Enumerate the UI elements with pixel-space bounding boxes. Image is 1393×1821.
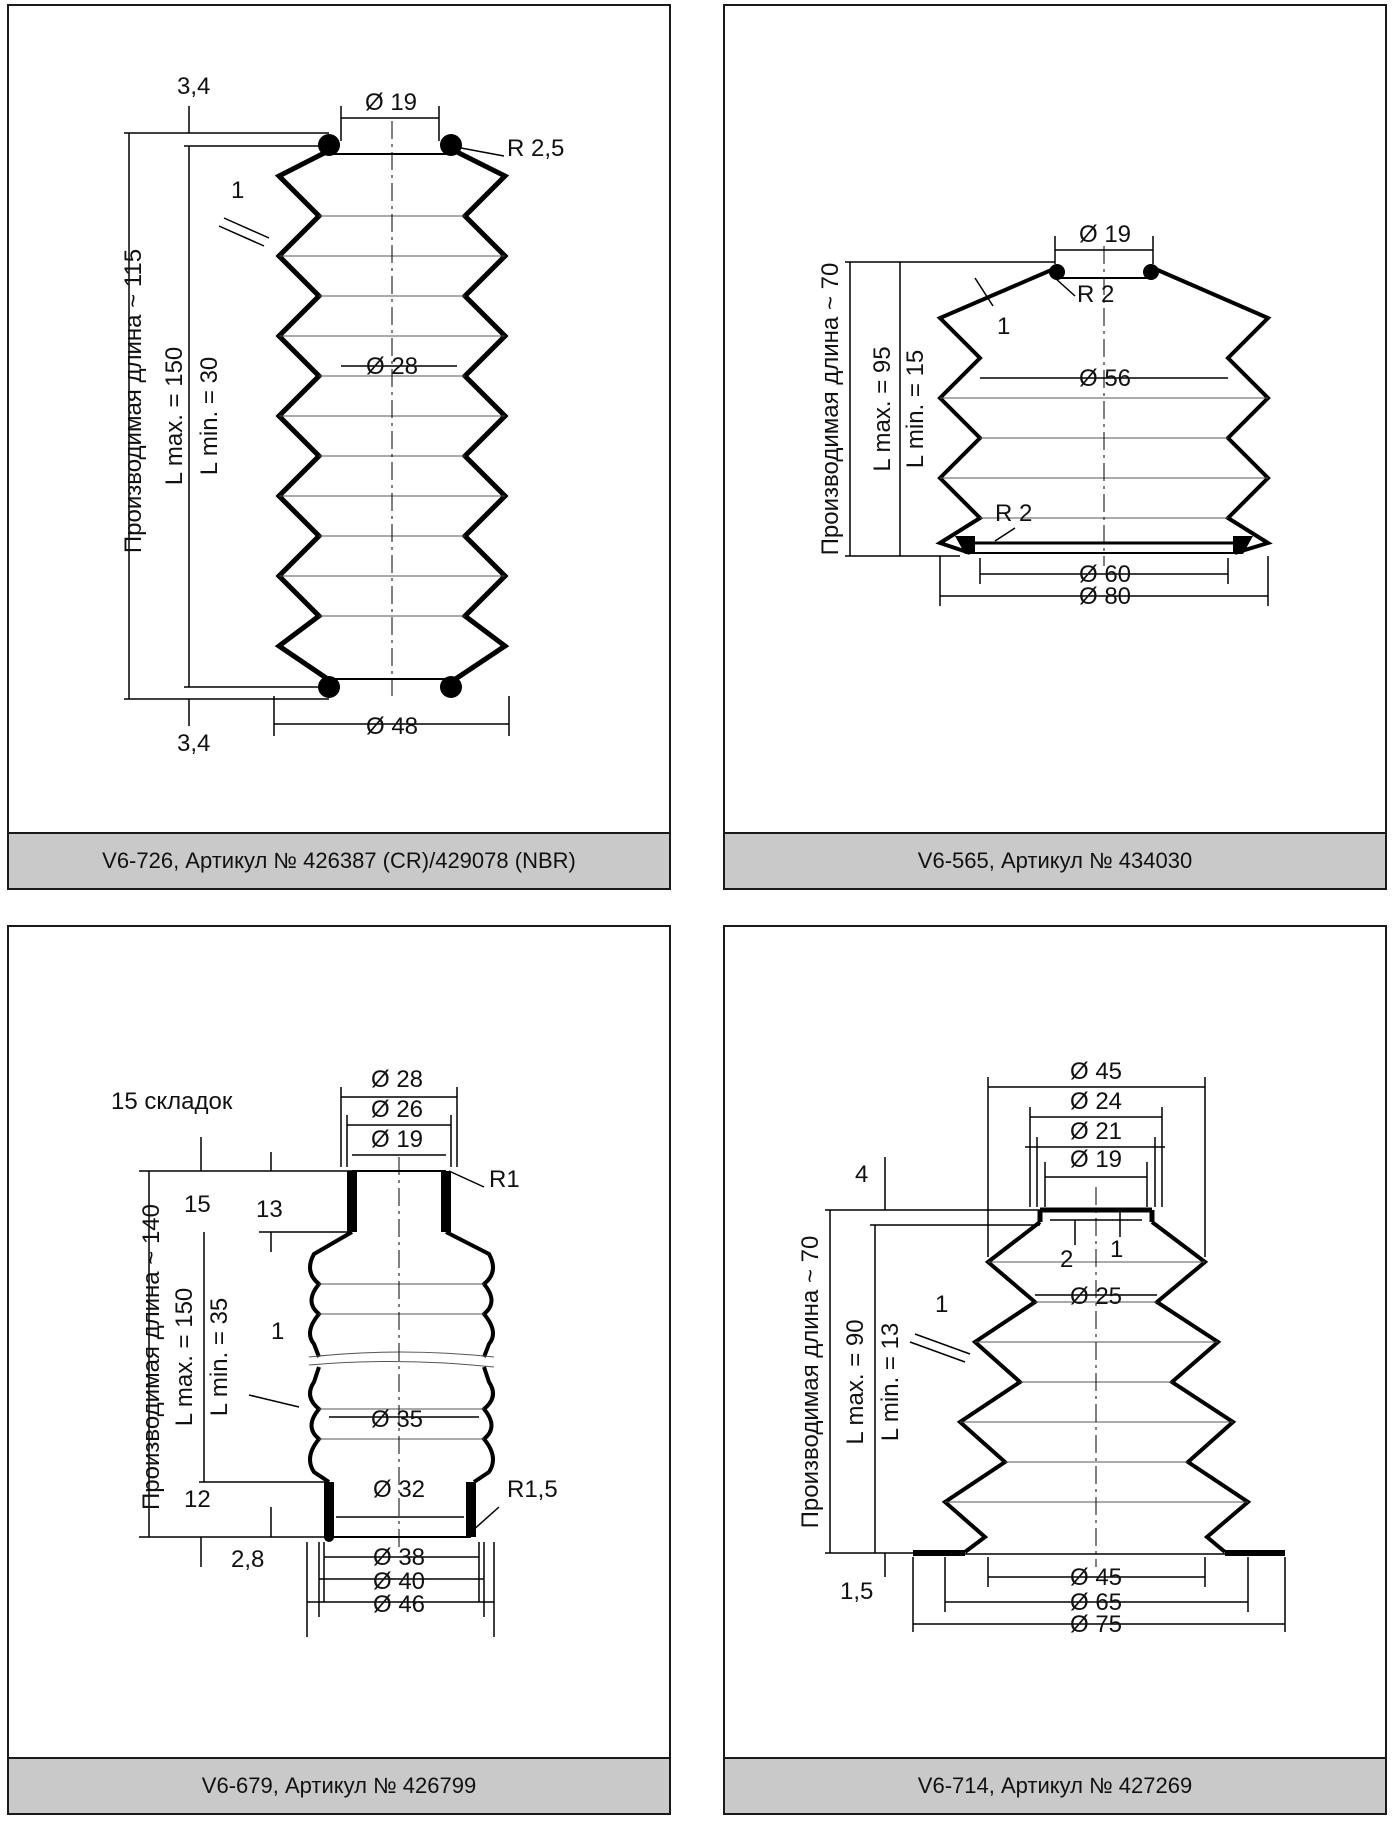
- dim-1-flange: 1: [1110, 1236, 1123, 1263]
- dim-d24: Ø 24: [1070, 1088, 1122, 1115]
- dim-prod-length: Производимая длина ~ 140: [138, 1204, 165, 1510]
- dim-lmin: L min. = 13: [877, 1323, 904, 1442]
- dim-13: 13: [256, 1196, 283, 1223]
- bellows-drawing-v6-726: Ø 19 R 2,5 Ø 28 Ø 48 3,4 3,4 1 Производи…: [120, 73, 564, 757]
- bellows-drawing-v6-679: Ø 28 Ø 26 Ø 19 15 складок R1 15 13 1 Ø 3…: [111, 1066, 558, 1637]
- part-caption: V6-714, Артикул № 427269: [725, 1757, 1385, 1813]
- dim-d-mid: Ø 28: [366, 353, 418, 380]
- dim-prod-length: Производимая длина ~ 70: [797, 1236, 824, 1529]
- dim-d75: Ø 75: [1070, 1611, 1122, 1638]
- dim-d32: Ø 32: [373, 1476, 425, 1503]
- folds-note: 15 складок: [111, 1088, 233, 1115]
- dim-d65: Ø 65: [1070, 1589, 1122, 1616]
- dim-lmax: L max. = 150: [161, 347, 188, 486]
- part-caption: V6-679, Артикул № 426799: [9, 1757, 669, 1813]
- dim-d35: Ø 35: [371, 1406, 423, 1433]
- part-caption: V6-565, Артикул № 434030: [725, 832, 1385, 888]
- dim-15: 15: [184, 1191, 211, 1218]
- dim-d25: Ø 25: [1070, 1283, 1122, 1310]
- dim-d21: Ø 21: [1070, 1118, 1122, 1145]
- dim-d-mid: Ø 56: [1079, 365, 1131, 392]
- dim-d-top: Ø 19: [1079, 221, 1131, 248]
- dim-offset-top: 3,4: [177, 73, 210, 100]
- dim-d28: Ø 28: [371, 1066, 423, 1093]
- dim-r-bottom: R 2: [995, 500, 1032, 527]
- dim-lmax: L max. = 95: [869, 346, 896, 471]
- dim-2: 2: [1060, 1246, 1073, 1273]
- dim-offset-bottom: 3,4: [177, 730, 210, 757]
- dim-lmin: L min. = 15: [902, 350, 929, 469]
- dim-r-top: R 2: [1077, 281, 1114, 308]
- dim-d-bottom: Ø 48: [366, 713, 418, 740]
- dim-lmax: L max. = 90: [842, 1319, 869, 1444]
- dim-r15: R1,5: [507, 1476, 558, 1503]
- drawing-panel-v6-714: Ø 45 Ø 24 Ø 21 Ø 19 4 2 1 1 Ø 25 1,5 Ø 4…: [723, 925, 1387, 1815]
- dim-d-bottom-inner: Ø 60: [1079, 561, 1131, 588]
- dim-lmin: L min. = 30: [196, 357, 223, 476]
- dim-wall: 1: [231, 177, 244, 204]
- dim-wall: 1: [271, 1318, 284, 1345]
- drawing-panel-v6-679: Ø 28 Ø 26 Ø 19 15 складок R1 15 13 1 Ø 3…: [7, 925, 671, 1815]
- dim-d-bottom-outer: Ø 80: [1079, 583, 1131, 610]
- bellows-drawing-v6-714: Ø 45 Ø 24 Ø 21 Ø 19 4 2 1 1 Ø 25 1,5 Ø 4…: [797, 1058, 1286, 1638]
- dim-28: 2,8: [231, 1546, 264, 1573]
- dim-d19: Ø 19: [371, 1126, 423, 1153]
- part-caption: V6-726, Артикул № 426387 (CR)/429078 (NB…: [9, 832, 669, 888]
- drawing-panel-v6-565: Ø 19 R 2 1 Ø 56 R 2 Ø 60 Ø 80 Производим…: [723, 4, 1387, 890]
- dim-wall: 1: [997, 313, 1010, 340]
- dim-d45-top: Ø 45: [1070, 1058, 1122, 1085]
- dim-d46: Ø 46: [373, 1591, 425, 1618]
- dim-12: 12: [184, 1486, 211, 1513]
- bellows-drawing-v6-565: Ø 19 R 2 1 Ø 56 R 2 Ø 60 Ø 80 Производим…: [817, 221, 1273, 610]
- dim-d45-bottom: Ø 45: [1070, 1564, 1122, 1591]
- dim-r1: R1: [489, 1166, 520, 1193]
- drawing-panel-v6-726: Ø 19 R 2,5 Ø 28 Ø 48 3,4 3,4 1 Производи…: [7, 4, 671, 890]
- dim-d26: Ø 26: [371, 1096, 423, 1123]
- dim-lmin: L min. = 35: [206, 1298, 233, 1417]
- dim-4: 4: [855, 1161, 868, 1188]
- dim-wall: 1: [935, 1291, 948, 1318]
- dim-radius: R 2,5: [507, 135, 564, 162]
- dim-prod-length: Производимая длина ~ 115: [120, 249, 147, 553]
- dim-lmax: L max. = 150: [171, 1288, 198, 1427]
- dim-d38: Ø 38: [373, 1544, 425, 1571]
- dim-d19: Ø 19: [1070, 1146, 1122, 1173]
- dim-d-top: Ø 19: [365, 89, 417, 116]
- dim-d40: Ø 40: [373, 1568, 425, 1595]
- dim-1-5: 1,5: [840, 1578, 873, 1605]
- dim-prod-length: Производимая длина ~ 70: [817, 263, 844, 556]
